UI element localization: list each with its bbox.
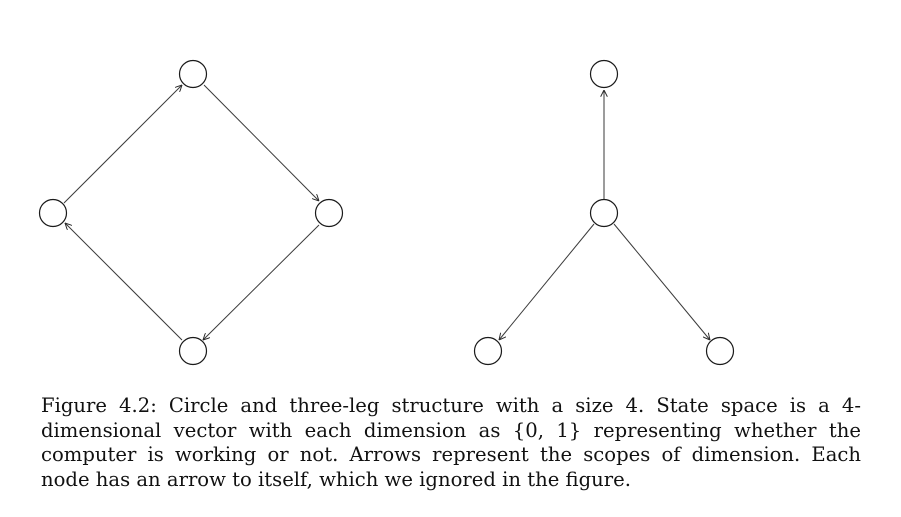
node-top (589, 59, 619, 89)
node-bottom (178, 336, 208, 366)
node-right (314, 198, 344, 228)
node-center (589, 198, 619, 228)
node-left (38, 198, 68, 228)
edge-center-to-bottom-right (613, 223, 710, 340)
edge-top-to-right (203, 84, 319, 201)
circle-structure-diagram (38, 59, 344, 366)
edge-bottom-to-left (65, 223, 183, 341)
edge-center-to-bottom-left (499, 223, 595, 340)
node-bottom-left (473, 336, 503, 366)
edge-right-to-bottom (203, 224, 320, 340)
three-leg-structure-diagram (473, 59, 735, 366)
network-diagrams (38, 59, 735, 366)
figure-caption: Figure 4.2: Circle and three-leg structu… (41, 394, 861, 491)
node-top (178, 59, 208, 89)
edge-left-to-top (63, 85, 182, 204)
node-bottom-right (705, 336, 735, 366)
